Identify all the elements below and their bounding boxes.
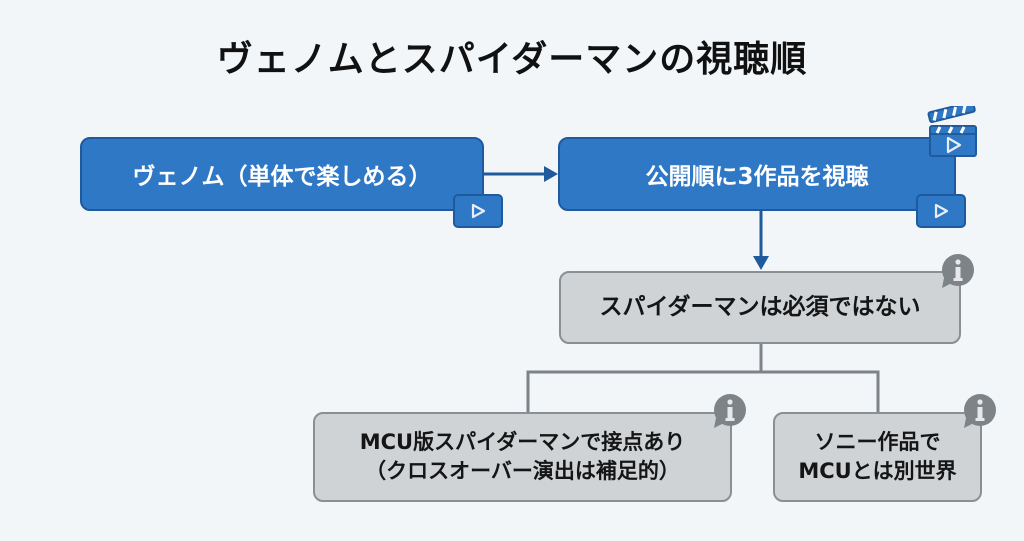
node-watch-order-label: 公開順に3作品を視聴	[645, 164, 869, 190]
branch-lines	[526, 344, 880, 412]
node-venom: ヴェノム（単体で楽しめる）	[80, 137, 484, 211]
node-mcu-contact-line1: MCU版スパイダーマンで接点あり	[359, 429, 686, 454]
diagram-title: ヴェノムとスパイダーマンの視聴順	[216, 39, 808, 80]
play-icon	[453, 194, 503, 228]
info-icon	[942, 254, 974, 288]
clapperboard-icon	[926, 101, 980, 160]
node-mcu-contact-line2: （クロスオーバー演出は補足的）	[365, 459, 680, 483]
node-sony-world-line2: MCUとは別世界	[798, 459, 957, 483]
node-sony-world: ソニー作品で MCUとは別世界	[773, 412, 982, 502]
info-icon	[964, 394, 996, 428]
node-mcu-contact: MCU版スパイダーマンで接点あり （クロスオーバー演出は補足的）	[313, 412, 732, 502]
node-venom-label: ヴェノム（単体で楽しめる）	[132, 164, 432, 190]
node-watch-order: 公開順に3作品を視聴	[558, 137, 956, 211]
arrow-venom-to-watch-order	[484, 166, 558, 182]
node-spiderman-optional-label: スパイダーマンは必須ではない	[599, 294, 921, 321]
info-icon	[714, 394, 746, 428]
arrow-watch-order-to-spiderman	[753, 211, 769, 270]
node-spiderman-optional: スパイダーマンは必須ではない	[559, 271, 961, 344]
play-icon	[916, 194, 966, 228]
node-sony-world-line1: ソニー作品で	[814, 429, 941, 454]
